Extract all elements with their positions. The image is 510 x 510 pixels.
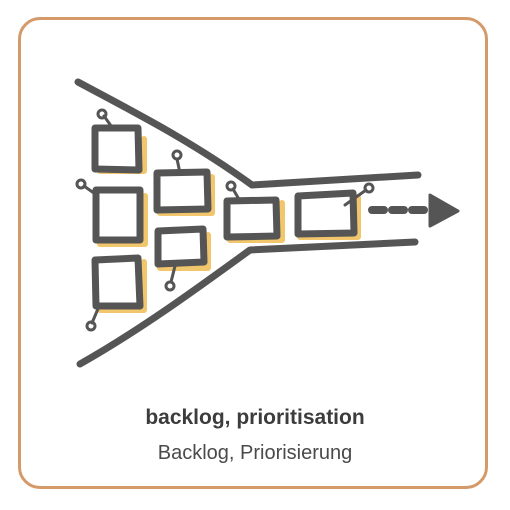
card-title: backlog, prioritisation	[145, 406, 365, 429]
card-pins	[75, 108, 375, 332]
backlog-card	[294, 189, 358, 238]
card-subtitle: Backlog, Priorisierung	[157, 442, 353, 464]
backlog-card	[91, 254, 144, 310]
backlog-card	[154, 225, 208, 268]
backlog-card	[223, 196, 281, 241]
funnel-bottom-wall	[76, 238, 419, 368]
backlog-card	[153, 168, 212, 214]
backlog-card	[92, 186, 144, 244]
funnel-top-wall	[74, 78, 422, 189]
backlog-cards	[91, 124, 358, 310]
arrow-right-icon	[368, 193, 460, 228]
backlog-card	[91, 124, 143, 174]
